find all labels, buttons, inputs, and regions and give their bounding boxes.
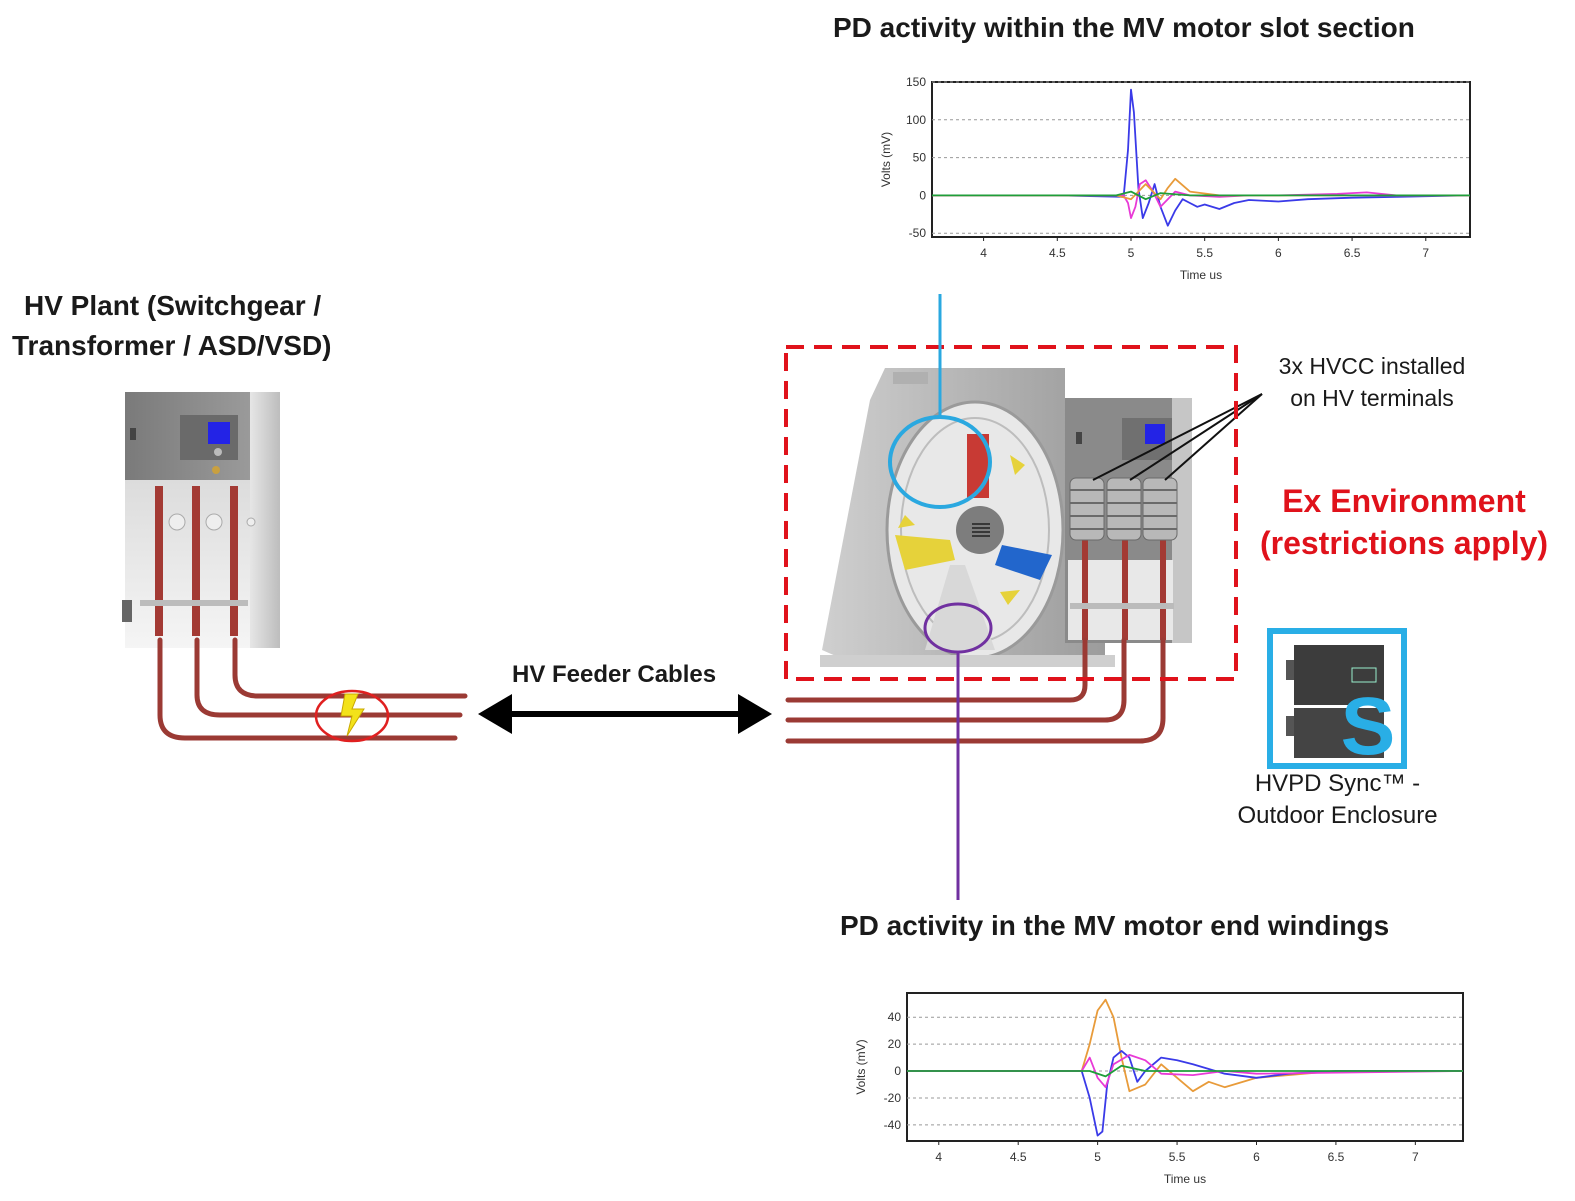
end-winding-marker: [923, 602, 993, 900]
hvcc-callout-line2: on HV terminals: [1290, 385, 1454, 411]
x-tick-label: 6.5: [1344, 246, 1361, 260]
lightning-fault-icon: [314, 689, 390, 743]
slot-chart-heading: PD activity within the MV motor slot sec…: [833, 12, 1415, 43]
x-tick-label: 7: [1412, 1150, 1419, 1164]
feeder-double-arrow: [478, 694, 772, 734]
x-tick-label: 4: [980, 246, 987, 260]
y-tick-label: 100: [906, 113, 926, 127]
x-tick-label: 7: [1422, 246, 1429, 260]
y-tick-label: 0: [894, 1064, 901, 1078]
y-tick-label: 150: [906, 75, 926, 89]
y-tick-label: 0: [919, 188, 926, 202]
x-tick-label: 4.5: [1049, 246, 1066, 260]
hv-feeder-cables-right: [785, 637, 1166, 744]
hvpd-sync-label-line1: HVPD Sync™ -: [1254, 770, 1421, 797]
hvpd-sync-label-line2: Outdoor Enclosure: [1237, 802, 1438, 829]
hvpd-sync-label: HVPD Sync™ - Outdoor Enclosure: [1210, 768, 1465, 832]
hv-feeder-cables-left: [157, 637, 468, 741]
x-axis-label: Time us: [1180, 268, 1222, 282]
hvcc-callout: 3x HVCC installed on HV terminals: [1252, 350, 1492, 414]
sync-logo-letter: S: [1341, 681, 1396, 772]
x-tick-label: 6.5: [1328, 1150, 1345, 1164]
ex-environment-line1: Ex Environment: [1282, 483, 1526, 519]
series-line: [907, 1064, 1463, 1078]
hv-plant-title-line1: HV Plant (Switchgear /: [24, 290, 322, 321]
y-tick-label: 40: [888, 1010, 902, 1024]
x-axis-label: Time us: [1164, 1172, 1206, 1186]
end-chart-heading: PD activity in the MV motor end windings: [840, 910, 1390, 941]
x-tick-label: 5: [1128, 246, 1135, 260]
hvcc-sensor-group: [1069, 477, 1178, 541]
hvcc-sensor: [1106, 477, 1142, 541]
x-tick-label: 4: [935, 1150, 942, 1164]
ex-environment-boundary: [784, 345, 1238, 681]
series-line: [932, 179, 1470, 219]
y-tick-label: -50: [909, 226, 927, 240]
y-tick-label: 20: [888, 1037, 902, 1051]
hv-plant-title: HV Plant (Switchgear / Transformer / ASD…: [12, 286, 331, 366]
x-tick-label: 5: [1094, 1150, 1101, 1164]
x-tick-label: 5.5: [1169, 1150, 1186, 1164]
plot-area: [906, 992, 1464, 1142]
y-axis-label: Volts (mV): [854, 1039, 868, 1094]
ex-environment-label: Ex Environment (restrictions apply): [1240, 480, 1568, 564]
plot-area: [931, 81, 1471, 238]
hvcc-sensor: [1142, 477, 1178, 541]
series-line: [932, 88, 1471, 227]
y-axis-label: Volts (mV): [879, 132, 893, 187]
slot-section-marker: [888, 294, 992, 509]
x-tick-label: 6: [1275, 246, 1282, 260]
y-tick-label: 50: [913, 151, 927, 165]
feeder-cables-label: HV Feeder Cables: [512, 661, 717, 688]
series-line: [932, 177, 1470, 201]
series-line: [932, 190, 1470, 201]
series-line: [907, 1050, 1463, 1137]
y-tick-label: -40: [884, 1118, 902, 1132]
hvpd-sync-unit: S: [1267, 628, 1407, 772]
x-tick-label: 4.5: [1010, 1150, 1027, 1164]
hvcc-callout-line1: 3x HVCC installed: [1278, 353, 1466, 379]
hvcc-callout-lines: [1092, 393, 1263, 481]
screen-icon: [208, 422, 230, 444]
ex-environment-line2: (restrictions apply): [1259, 525, 1549, 561]
switchgear-cabinet: [122, 392, 280, 648]
y-tick-label: -20: [884, 1091, 902, 1105]
x-tick-label: 5.5: [1196, 246, 1213, 260]
hv-plant-title-line2: Transformer / ASD/VSD): [12, 330, 332, 361]
hvcc-sensor: [1069, 477, 1105, 541]
x-tick-label: 6: [1253, 1150, 1260, 1164]
